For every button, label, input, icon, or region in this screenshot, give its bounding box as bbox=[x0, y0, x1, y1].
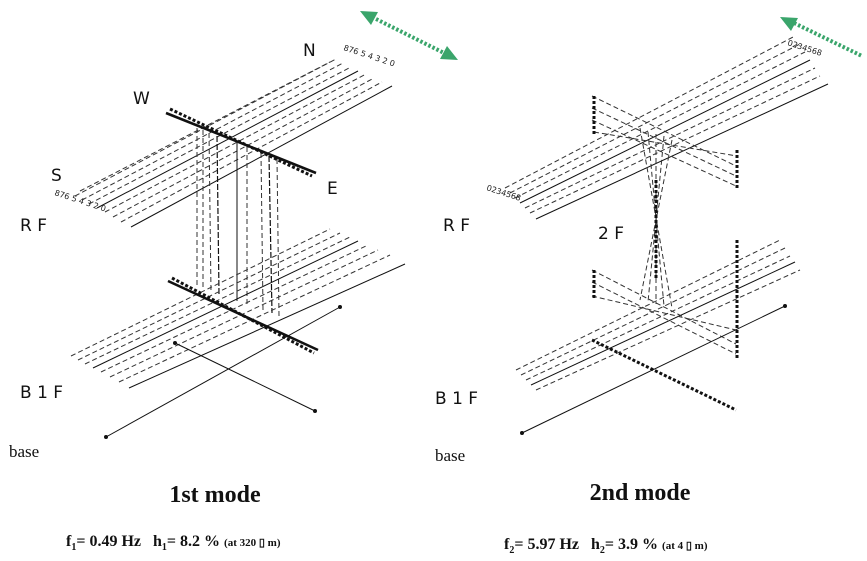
f-value-1: = 0.49 Hz bbox=[76, 533, 141, 550]
columns-2 bbox=[639, 127, 673, 309]
h-symbol-2: h bbox=[591, 536, 600, 553]
label-north: N bbox=[303, 41, 316, 61]
south-number-labels-1: 876 5 4 3 2 0 bbox=[53, 188, 107, 213]
label-west: W bbox=[133, 89, 150, 109]
roof-beam-we-1 bbox=[165, 111, 317, 175]
mode-title-2: 2nd mode bbox=[590, 480, 691, 506]
note-2: (at 4 ▯ m) bbox=[662, 540, 708, 552]
panel-2nd-mode: 0234568 0234568 R F 2 F B 1 F base 2nd m… bbox=[435, 17, 863, 556]
h-value-2: = 3.9 % bbox=[605, 536, 658, 553]
label-b1-floor-1: B 1 F bbox=[20, 383, 63, 403]
south-number-labels-2: 0234568 bbox=[485, 183, 522, 203]
label-2f-floor-2: 2 F bbox=[598, 224, 624, 244]
roof-beam-we-1b bbox=[169, 107, 313, 178]
label-base-2: base bbox=[435, 446, 465, 465]
base-lines-2 bbox=[520, 304, 787, 435]
label-east: E bbox=[327, 179, 338, 199]
f-value-2: = 5.97 Hz bbox=[514, 536, 579, 553]
vibration-direction-arrow-2 bbox=[780, 17, 863, 58]
f-symbol-2: f bbox=[504, 536, 510, 553]
b1-beam-we-1b bbox=[171, 276, 315, 355]
label-base-1: base bbox=[9, 442, 39, 461]
base-lines-1 bbox=[104, 305, 342, 439]
f-subscript-1: 1 bbox=[71, 542, 76, 553]
roof-slab-lines-2 bbox=[504, 35, 829, 220]
vibration-direction-arrow-1 bbox=[360, 11, 458, 60]
f-subscript-2: 2 bbox=[509, 545, 514, 556]
label-roof-floor-2: R F bbox=[443, 216, 470, 236]
b1-slab-lines-2 bbox=[515, 239, 801, 412]
label-south: S bbox=[51, 166, 62, 186]
columns-1 bbox=[196, 128, 280, 317]
note-1: (at 320 ▯ m) bbox=[224, 537, 281, 549]
f-symbol-1: f bbox=[66, 533, 72, 550]
h-subscript-2: 2 bbox=[600, 545, 605, 556]
h-value-1: = 8.2 % bbox=[167, 533, 220, 550]
mode-title-1: 1st mode bbox=[169, 482, 261, 508]
h-symbol-1: h bbox=[153, 533, 162, 550]
label-b1-floor-2: B 1 F bbox=[435, 389, 478, 409]
panel-1st-mode: N W S E 876 5 4 3 2 0 876 5 4 3 2 0 R F … bbox=[9, 11, 458, 553]
roof-slab-lines-1 bbox=[74, 58, 393, 228]
h-subscript-1: 1 bbox=[162, 542, 167, 553]
north-number-labels-1: 876 5 4 3 2 0 bbox=[342, 43, 396, 68]
label-roof-floor-1: R F bbox=[20, 216, 47, 236]
north-number-labels-2: 0234568 bbox=[786, 38, 823, 58]
